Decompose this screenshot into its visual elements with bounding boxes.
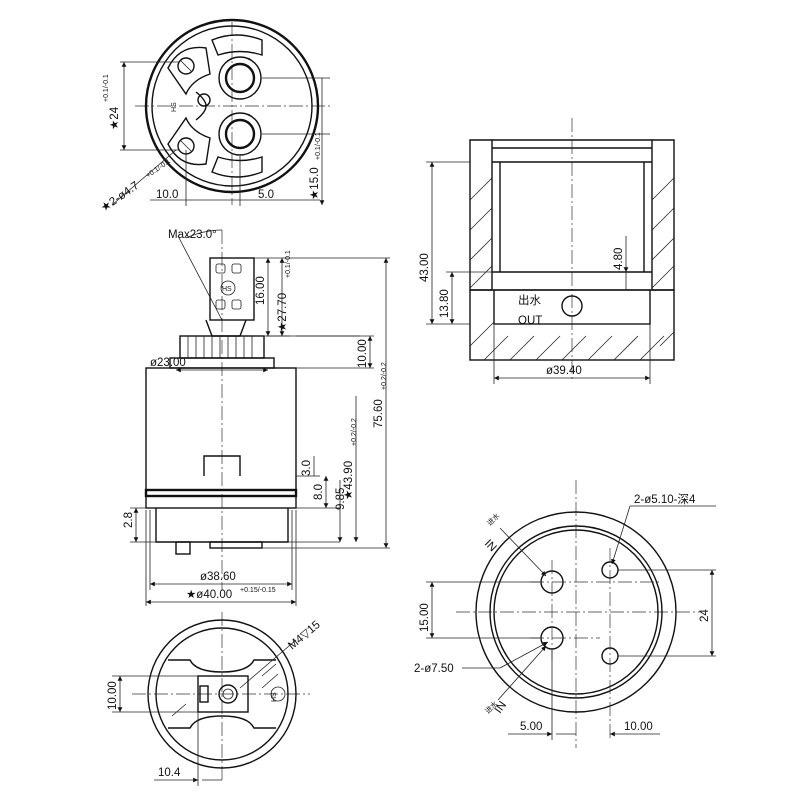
base-outer-circle (475, 511, 677, 713)
svg-text:+0.2/-0.2: +0.2/-0.2 (381, 362, 388, 390)
dim-2-8: 2.8 (123, 512, 135, 528)
dim-43-90: ★43.90 (343, 461, 355, 500)
side-view: HS Max23.0° 16.00 ★27.70 +0.1 (123, 229, 390, 606)
sec-dim-4-80: 4.80 (613, 248, 625, 270)
top-view: HS ★24 +0.1/-0.1 ★2-ø4.7 +0.1/-0.1 10.0 … (99, 18, 330, 215)
stem (209, 257, 255, 321)
svg-text:+0.1/-0.1: +0.1/-0.1 (315, 132, 322, 160)
section-out-port (561, 295, 583, 317)
base-pin-holes: 2-ø5.10-深4 (634, 492, 696, 506)
svg-text:+0.1/-0.1: +0.1/-0.1 (145, 158, 172, 180)
svg-text:HS: HS (271, 692, 278, 702)
svg-text:HS: HS (222, 286, 232, 293)
dim-top-24: ★24 (109, 106, 121, 130)
base-view: 进水 IN 进水 IN 2-ø5.10-深4 2-ø7.50 15.00 24 … (414, 480, 716, 748)
top-port-lower (224, 118, 256, 150)
bottom-outer-circle (147, 619, 297, 769)
sec-dim-43: 43.00 (419, 253, 431, 282)
dim-23: ø23.00 (150, 357, 186, 369)
dim-max-angle: Max23.0° (168, 229, 217, 241)
bottom-dim-10: 10.00 (107, 681, 119, 710)
sec-dim-39-40: ø39.40 (546, 365, 582, 377)
dim-10: 10.00 (357, 339, 369, 368)
dim-75-60: 75.60 (373, 399, 385, 428)
svg-text:+0.2/-0.2: +0.2/-0.2 (351, 418, 358, 446)
dim-38-60: ø38.60 (200, 571, 236, 583)
cartridge-body (145, 367, 297, 491)
dim-3: 3.0 (301, 460, 313, 476)
top-port-upper (224, 62, 256, 94)
bottom-stem-slot (197, 675, 249, 713)
top-hole-upper (177, 57, 195, 75)
base-in-lower: IN (493, 699, 509, 715)
bottom-dim-10-4: 10.4 (158, 767, 181, 779)
svg-text:+0.15/-0.15: +0.15/-0.15 (240, 587, 276, 594)
base-dim-15: 15.00 (419, 603, 431, 632)
dim-top-10: 10.0 (156, 189, 178, 201)
svg-text:HS: HS (171, 102, 178, 112)
dim-9-85: 9.85 (335, 488, 347, 510)
sec-dim-13-80: 13.80 (439, 289, 451, 318)
dim-27-70: ★27.70 (277, 293, 289, 332)
dim-top-15: ★15.0 (309, 167, 321, 200)
bottom-view: HS M4▽15 10.00 10.4 (107, 612, 323, 786)
section-label-cn: 出水 (518, 293, 541, 307)
base-in-cn-upper: 进水 (485, 511, 501, 527)
dim-top-hole: ★2-ø4.7 (99, 180, 142, 215)
dim-40: ★ø40.00 (186, 589, 232, 601)
section-label-out: OUT (518, 315, 542, 327)
section-view: 出水 OUT 43.00 13.80 4.80 ø39.40 (419, 118, 675, 384)
dim-top-5: 5.0 (258, 189, 274, 201)
bottom-dim-m4: M4▽15 (286, 619, 323, 652)
dim-8: 8.0 (313, 484, 325, 500)
base-dim-24: 24 (699, 609, 711, 622)
base-dim-7-50: 2-ø7.50 (414, 663, 454, 675)
dim-16: 16.00 (255, 276, 267, 305)
top-outer-circle (144, 18, 320, 194)
svg-text:+0.1/-0.1: +0.1/-0.1 (285, 250, 292, 278)
base-dim-5: 5.00 (520, 721, 542, 733)
base-dim-10: 10.00 (624, 721, 653, 733)
svg-text:+0.1/-0.1: +0.1/-0.1 (103, 74, 110, 102)
